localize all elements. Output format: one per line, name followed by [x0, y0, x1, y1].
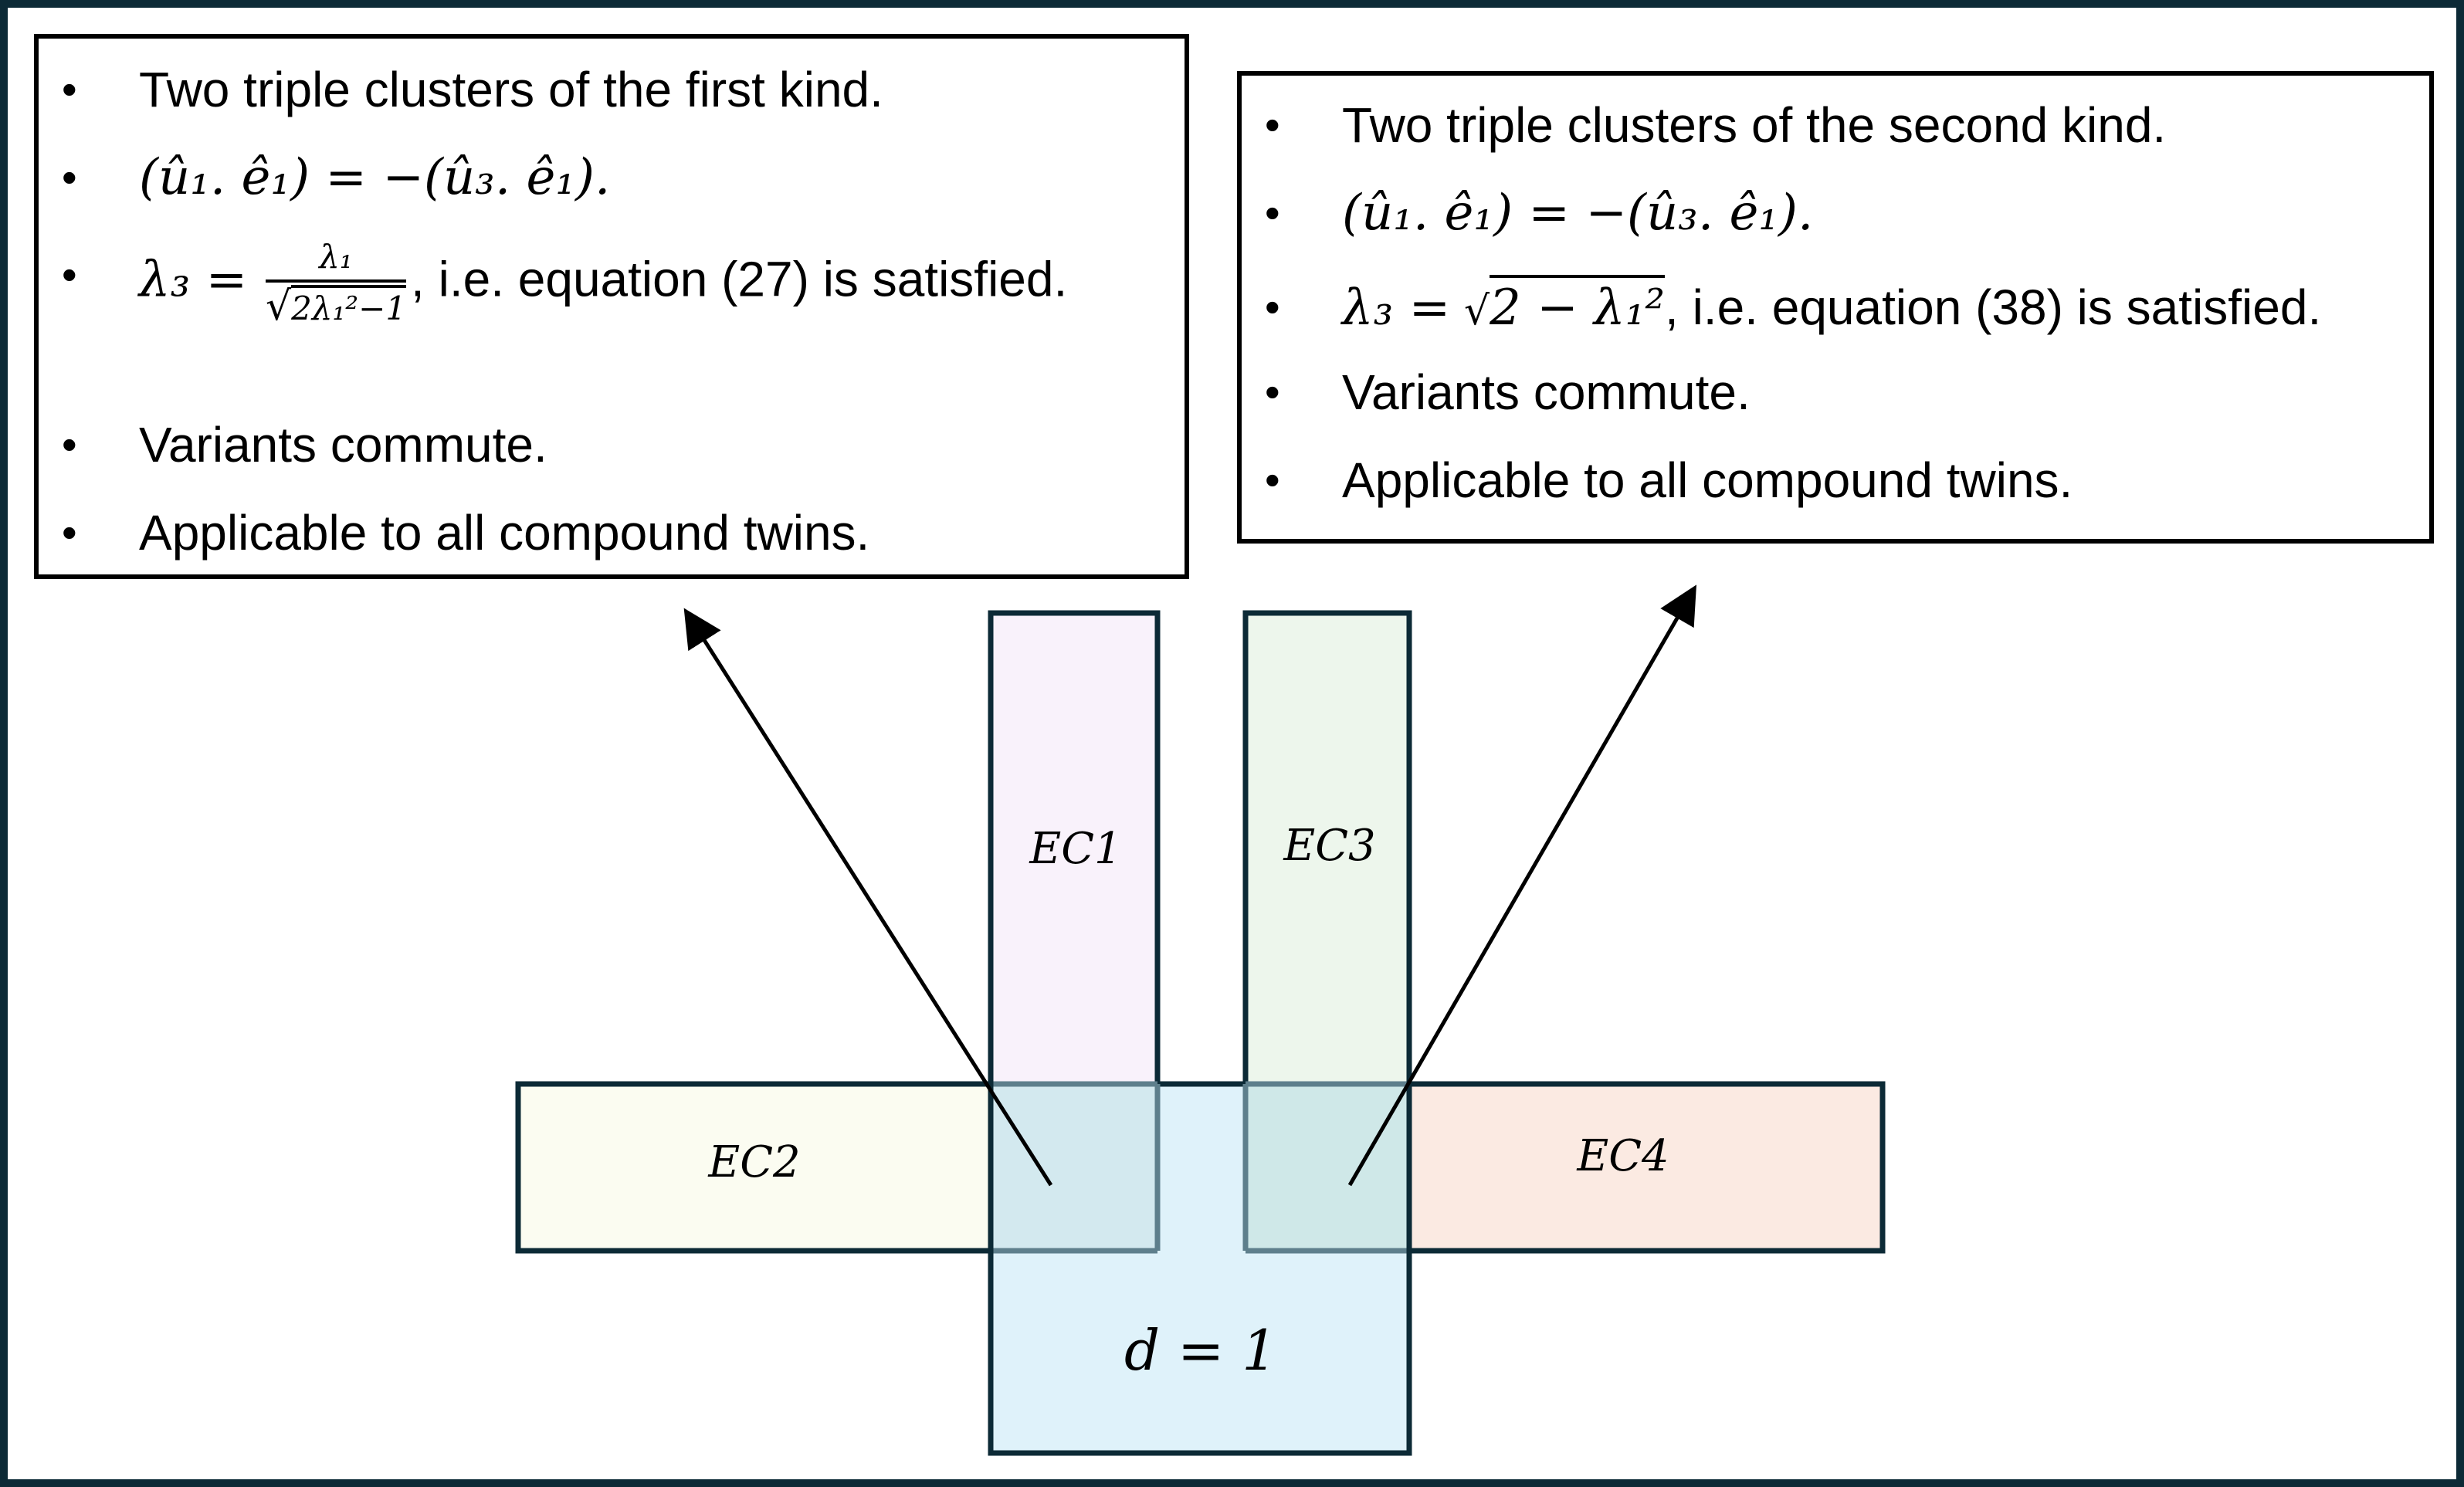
ec1-label: EC1: [1029, 824, 1121, 874]
arrow-to-first-kind-box: [683, 608, 1053, 1187]
bullet-icon: •: [1265, 188, 1280, 237]
sqrt-expression: √2 − λ₁²: [1463, 275, 1666, 337]
sqrt-icon: √: [1463, 288, 1490, 334]
bullet-icon: •: [1265, 456, 1280, 504]
ec1-region: [988, 610, 1161, 1087]
equation-38-note: , i.e. equation (38) is satisfied.: [1665, 279, 2322, 335]
bullet-icon: •: [1265, 283, 1280, 331]
ec3-label: EC3: [1283, 821, 1375, 871]
ec3-ec4-overlap: [1246, 1084, 1409, 1251]
lambda-fraction: λ₁ √2λ₁²−1: [265, 238, 407, 330]
bullet-icon: •: [62, 420, 77, 469]
center-label: d = 1: [1124, 1318, 1277, 1383]
bullet-icon: •: [62, 508, 77, 557]
bullet-icon: •: [62, 65, 77, 113]
arrow-to-second-kind-box: [1347, 584, 1697, 1187]
second-kind-info-box: • Two triple clusters of the second kind…: [1237, 71, 2434, 544]
bullet-icon: •: [62, 250, 77, 299]
bullet-icon: •: [62, 153, 77, 202]
lambda3-lhs: λ₃ =: [139, 251, 248, 309]
ec3-region: [1242, 610, 1412, 1087]
first-kind-info-box: • Two triple clusters of the first kind.…: [34, 34, 1189, 579]
ec1-ec2-overlap: [991, 1084, 1157, 1251]
bullet-icon: •: [1265, 368, 1280, 416]
fraction-numerator: λ₁: [265, 238, 407, 283]
ec4-outline: [1406, 1081, 1886, 1254]
fraction-denominator: √2λ₁²−1: [265, 283, 407, 330]
ec2-outline: [515, 1081, 994, 1254]
ec4-label: EC4: [1576, 1131, 1669, 1181]
sqrt-icon: √: [265, 283, 292, 330]
ec2-label: EC2: [707, 1137, 800, 1187]
equation-27-note: , i.e. equation (27) is satisfied.: [411, 251, 1068, 307]
lambda3-lhs: λ₃ =: [1342, 279, 1451, 337]
bullet-icon: •: [1265, 100, 1280, 149]
